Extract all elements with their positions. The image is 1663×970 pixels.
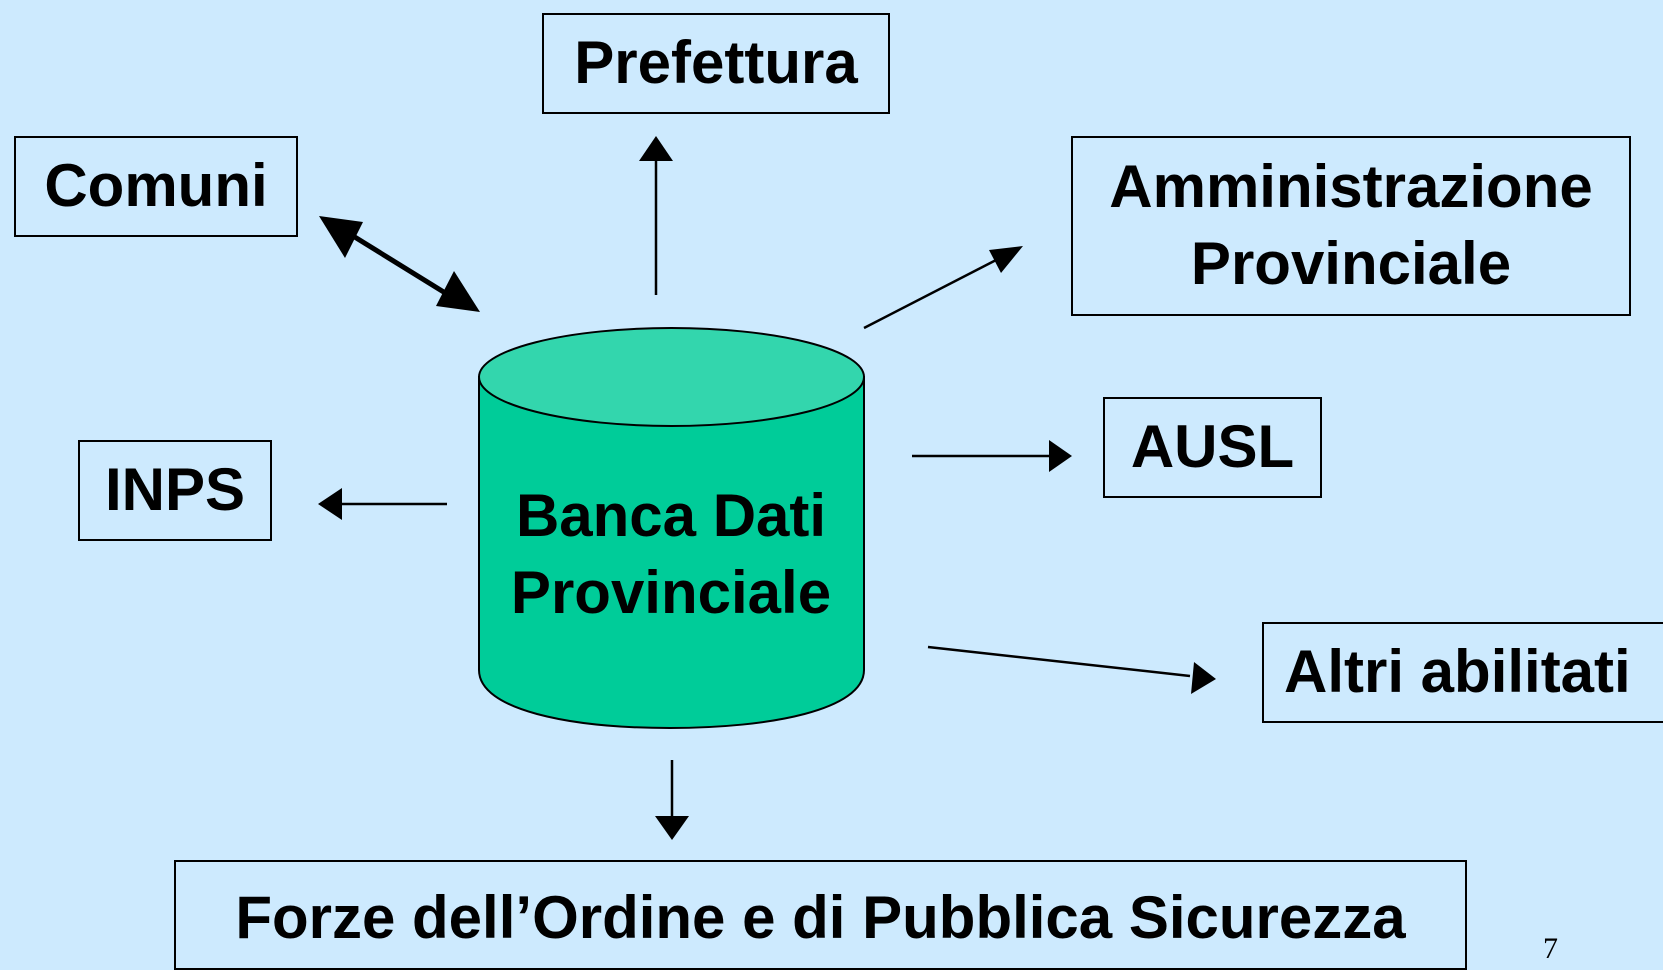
node-comuni-label: Comuni bbox=[44, 152, 268, 220]
arrow-to-prefettura bbox=[639, 136, 673, 295]
page-number: 7 bbox=[1543, 932, 1558, 965]
node-forze-label: Forze dell’Ordine e di Pubblica Sicurezz… bbox=[235, 884, 1406, 951]
node-prefettura-label: Prefettura bbox=[574, 29, 858, 97]
arrow-to-amministrazione bbox=[863, 246, 1023, 330]
arrow-comuni-bidirectional bbox=[319, 216, 480, 312]
arrow-to-altri bbox=[927, 645, 1216, 694]
node-altri-abilitati: Altri abilitati bbox=[1262, 622, 1663, 723]
database-label: Banca Dati Provinciale bbox=[478, 478, 864, 632]
node-inps-label: INPS bbox=[104, 456, 246, 524]
node-ausl-label: AUSL bbox=[1130, 413, 1295, 481]
cylinder-body bbox=[478, 376, 865, 730]
node-inps: INPS bbox=[78, 440, 272, 541]
cylinder-top bbox=[478, 327, 865, 427]
database-label-line1: Banca Dati bbox=[515, 482, 827, 549]
node-amministrazione-provinciale: Amministrazione Provinciale bbox=[1071, 136, 1631, 316]
node-amministrazione-label-line1: Amministrazione bbox=[1109, 153, 1593, 221]
node-prefettura: Prefettura bbox=[542, 13, 890, 114]
node-altri-label: Altri abilitati bbox=[1284, 638, 1631, 706]
database-cylinder bbox=[478, 327, 865, 730]
node-comuni: Comuni bbox=[14, 136, 298, 237]
arrow-to-ausl bbox=[912, 440, 1072, 472]
arrow-to-forze bbox=[655, 760, 689, 840]
node-ausl: AUSL bbox=[1103, 397, 1322, 498]
node-amministrazione-label-line2: Provinciale bbox=[1190, 230, 1512, 297]
arrow-to-inps bbox=[318, 488, 447, 520]
database-label-line2: Provinciale bbox=[510, 558, 832, 626]
node-forze-ordine: Forze dell’Ordine e di Pubblica Sicurezz… bbox=[174, 860, 1467, 970]
